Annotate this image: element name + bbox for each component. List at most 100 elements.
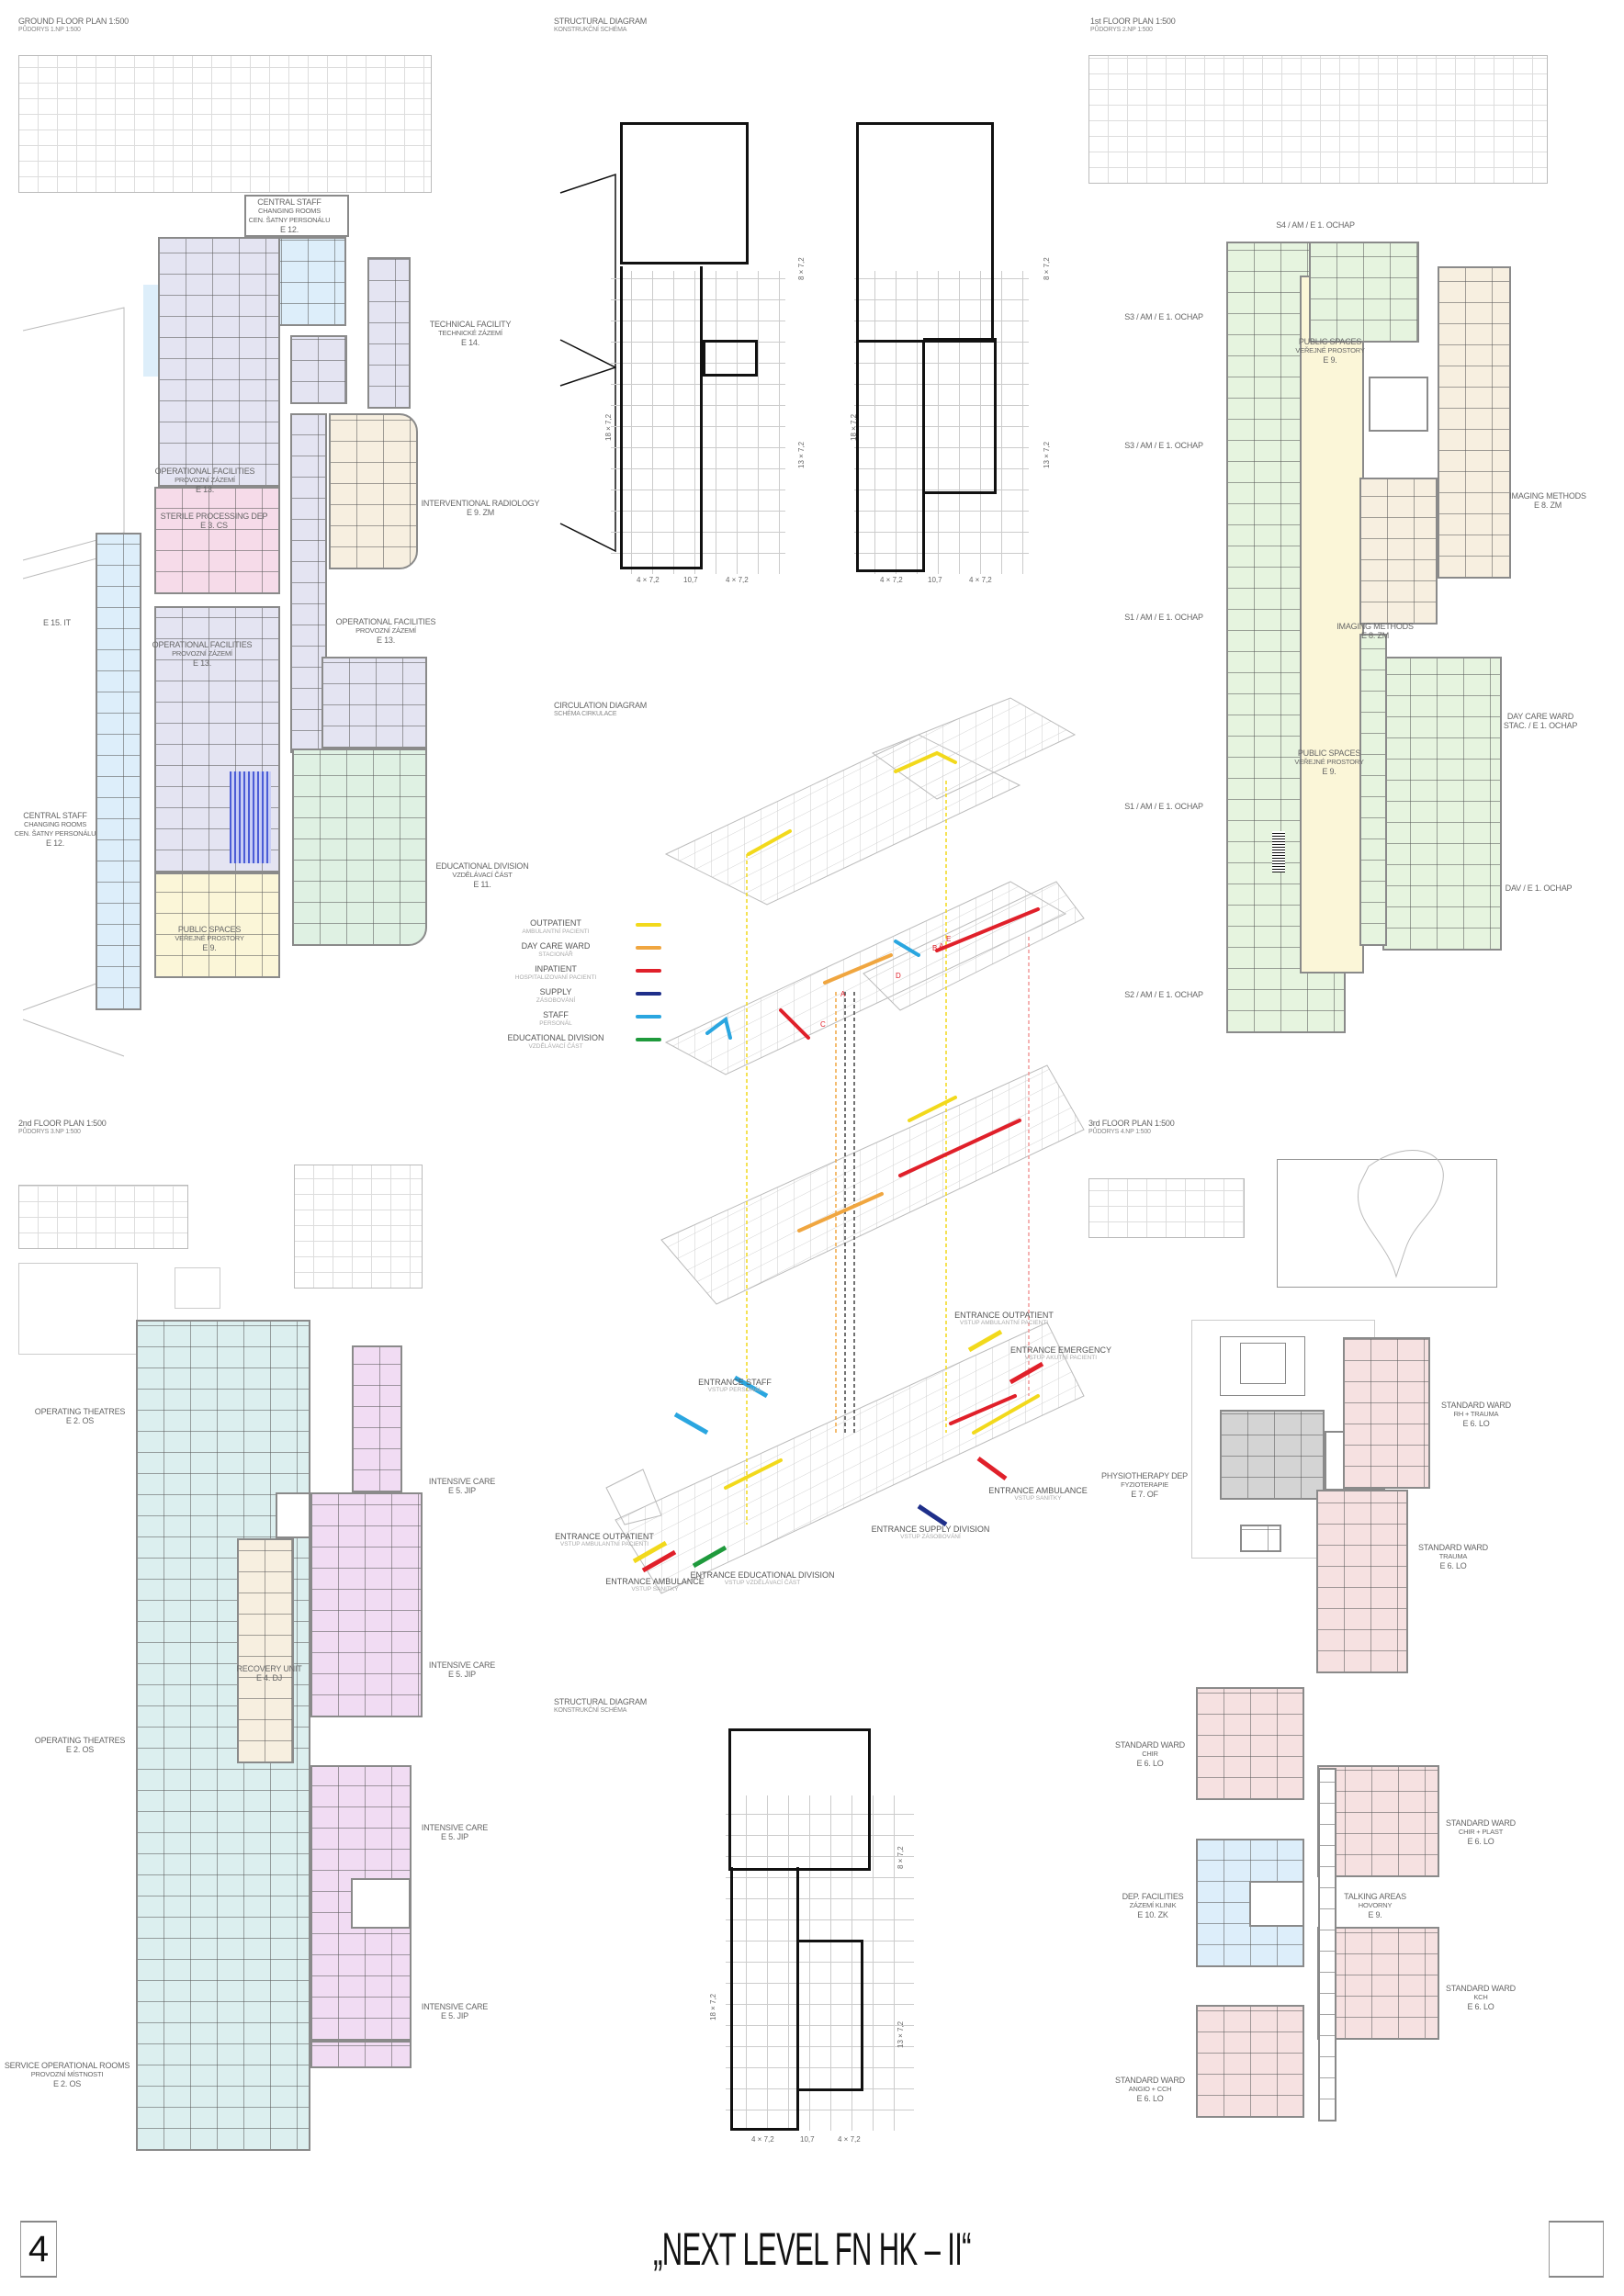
label-line: ANGIO + CCH xyxy=(1128,2085,1172,2093)
slab-level-3 xyxy=(664,697,1077,906)
zone-intensive-care xyxy=(310,1492,423,1717)
zone-operational xyxy=(158,237,280,487)
entrance-sub: VSTUP SANITKY xyxy=(1014,1495,1062,1502)
dimension-label: 4 × 7,2 xyxy=(637,576,660,584)
legend-sub: VZDĚLÁVACÍ ČÁST xyxy=(528,1043,583,1050)
label-line: S1 / AM / E 1. OCHAP xyxy=(1124,802,1203,811)
existing-building xyxy=(1088,1178,1245,1238)
column-grid xyxy=(611,271,785,574)
core-block xyxy=(276,1492,310,1538)
daycare-route xyxy=(823,953,893,985)
title-text: CIRCULATION DIAGRAM xyxy=(554,701,648,710)
zone-imaging-methods xyxy=(1359,478,1438,625)
arrow-icon xyxy=(641,1549,677,1573)
zone-standard-ward xyxy=(1316,1490,1408,1673)
entrance-name: ENTRANCE EMERGENCY xyxy=(1009,1345,1112,1355)
vertical-connections xyxy=(746,781,1030,1525)
legend-sub: PERSONÁL xyxy=(539,1020,572,1027)
label-line: IMAGING METHODS xyxy=(1509,491,1586,501)
label-line: SERVICE OPERATIONAL ROOMS xyxy=(4,2061,130,2070)
outpatient-route xyxy=(908,1096,957,1122)
label-line: CHANGING ROOMS xyxy=(23,820,87,828)
label-line: E 13. xyxy=(192,658,212,668)
label-line: INTENSIVE CARE xyxy=(428,1477,496,1486)
existing-building xyxy=(294,1165,423,1289)
label-line: E 12. xyxy=(279,225,299,234)
title-text: GROUND FLOOR PLAN 1:500 xyxy=(18,17,129,26)
legend-swatch xyxy=(636,1038,661,1041)
legend-swatch xyxy=(636,1015,661,1019)
inpatient-route xyxy=(779,1008,810,1040)
board-number: 4 xyxy=(28,2229,50,2269)
staff-route xyxy=(894,940,920,957)
label-line: S3 / AM / E 1. OCHAP xyxy=(1124,441,1203,450)
courtyard-outline xyxy=(175,1267,220,1309)
subtitle-text: PŮDORYS 1.NP 1:500 xyxy=(18,27,81,33)
label-line: INTENSIVE CARE xyxy=(421,1823,489,1832)
label-line: E 14. xyxy=(460,338,479,347)
subtitle-text: PŮDORYS 3.NP 1:500 xyxy=(18,1129,81,1135)
structure-outline xyxy=(703,340,758,377)
label-line: E 9. xyxy=(1368,1910,1382,1919)
label-line: OPERATIONAL FACILITIES xyxy=(335,617,436,626)
label-line: STANDARD WARD xyxy=(1446,1818,1516,1828)
label-line: INTENSIVE CARE xyxy=(421,2002,489,2011)
inpatient-route xyxy=(898,1119,1021,1177)
courtyard xyxy=(1240,1525,1281,1552)
arrow-icon xyxy=(673,1412,709,1435)
label-line: ZÁZEMÍ KLINIK xyxy=(1129,1901,1177,1909)
legend-name: INPATIENT xyxy=(535,964,577,974)
label-line: E 6. LO xyxy=(1467,2002,1494,2011)
legend-name: SUPPLY xyxy=(539,987,572,996)
label-line: PROVOZNÍ ZÁZEMÍ xyxy=(175,476,235,484)
label-line: INTENSIVE CARE xyxy=(428,1660,496,1670)
inpatient-route xyxy=(949,1394,1017,1425)
label-line: PUBLIC SPACES xyxy=(1297,748,1361,758)
label-line: E 2. OS xyxy=(65,1745,95,1754)
dimension-label: 4 × 7,2 xyxy=(880,576,903,584)
structure-outline xyxy=(730,1867,799,2131)
label-line: CHIR + PLAST xyxy=(1458,1828,1504,1836)
entrance-name: ENTRANCE SUPPLY DIVISION xyxy=(871,1525,990,1534)
label-line: OPERATING THEATRES xyxy=(34,1736,126,1745)
label-line: FYZIOTERAPIE xyxy=(1121,1480,1168,1489)
zone-intensive-care xyxy=(352,1345,402,1492)
entrance-name: ENTRANCE OUTPATIENT xyxy=(954,1311,1054,1320)
existing-building xyxy=(18,1185,188,1249)
legend-name: OUTPATIENT xyxy=(530,918,581,928)
label-line: DAV / E 1. OCHAP xyxy=(1505,884,1573,893)
daycare-route xyxy=(797,1192,884,1232)
subtitle-text: PŮDORYS 4.NP 1:500 xyxy=(1088,1129,1151,1135)
entrance-name: ENTRANCE OUTPATIENT xyxy=(555,1532,654,1541)
subtitle-text: KONSTRUKČNÍ SCHÉMA xyxy=(554,1707,627,1714)
label-line: STERILE PROCESSING DEP xyxy=(160,512,268,521)
label-line: E 9. xyxy=(1322,767,1336,776)
subtitle-text: PŮDORYS 2.NP 1:500 xyxy=(1090,27,1153,33)
department-label: S1 / AM / E 1. OCHAP xyxy=(1124,613,1203,622)
zone-standard-ward xyxy=(1196,2005,1304,2118)
entrance-name: ENTRANCE EDUCATIONAL DIVISION xyxy=(690,1570,835,1580)
zone-technical xyxy=(367,257,411,409)
label-line: OPERATING THEATRES xyxy=(34,1407,126,1416)
entrance-name: ENTRANCE AMBULANCE xyxy=(988,1486,1088,1495)
zone-recovery-unit xyxy=(237,1538,294,1763)
label-line: S2 / AM / E 1. OCHAP xyxy=(1124,990,1203,999)
label-line: KCH xyxy=(1473,1993,1488,2001)
existing-building xyxy=(18,55,432,193)
